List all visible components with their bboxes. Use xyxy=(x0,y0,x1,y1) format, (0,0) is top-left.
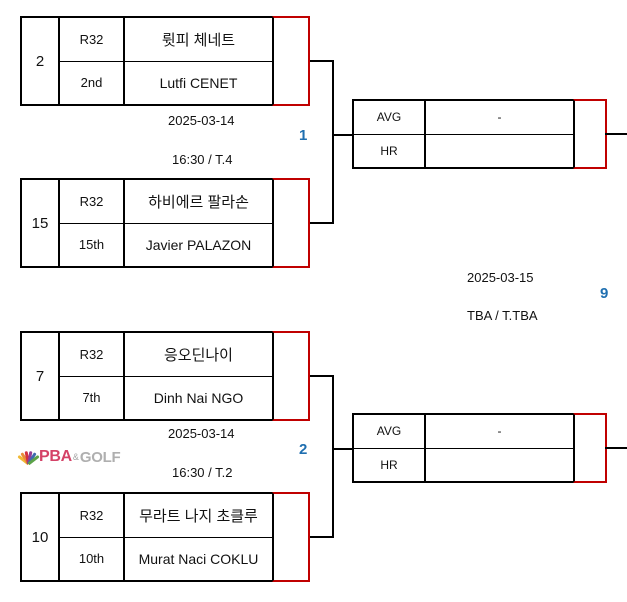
connector-line xyxy=(310,536,334,538)
match-box-player-10[interactable]: 10 R32 무라트 나지 초클루 10th Murat Naci COKLU xyxy=(20,492,310,582)
match-box-player-15[interactable]: 15 R32 하비에르 팔라손 15th Javier PALAZON xyxy=(20,178,310,268)
score-cell[interactable] xyxy=(272,178,310,268)
pba-golf-logo: PBA & GOLF xyxy=(17,448,121,466)
result-values: - xyxy=(426,415,573,481)
connector-line xyxy=(332,448,354,450)
player-row-english: 2nd Lutfi CENET xyxy=(60,61,272,104)
connector-line xyxy=(310,375,334,377)
connector-line xyxy=(605,133,627,135)
connector-line xyxy=(605,447,627,449)
next-round-date: 2025-03-15 xyxy=(467,270,534,285)
result-values: - xyxy=(426,101,573,167)
seed-number: 10 xyxy=(22,494,60,580)
seed-number: 2 xyxy=(22,18,60,104)
result-labels: AVG HR xyxy=(354,415,426,481)
logo-text-golf: GOLF xyxy=(79,448,121,466)
round-label: R32 xyxy=(60,18,125,61)
result-labels: AVG HR xyxy=(354,101,426,167)
result-score-cell[interactable] xyxy=(573,413,607,483)
match-time-table: 16:30 / T.4 xyxy=(172,152,233,167)
round-label: R32 xyxy=(60,494,125,537)
connector-line xyxy=(332,134,354,136)
player-row-korean: R32 응오딘나이 xyxy=(60,333,272,377)
score-cell[interactable] xyxy=(272,16,310,106)
avg-value: - xyxy=(426,415,573,449)
player-rows: R32 하비에르 팔라손 15th Javier PALAZON xyxy=(60,180,272,266)
match-box-player-7[interactable]: 7 R32 응오딘나이 7th Dinh Nai NGO xyxy=(20,331,310,421)
seed-number: 7 xyxy=(22,333,60,419)
avg-label: AVG xyxy=(354,101,424,135)
player-name-korean: 응오딘나이 xyxy=(163,346,233,364)
player-name-korean: 륏피 체네트 xyxy=(161,31,236,49)
player-rows: R32 무라트 나지 초클루 10th Murat Naci COKLU xyxy=(60,494,272,580)
rank-label: 7th xyxy=(60,376,125,419)
avg-value: - xyxy=(426,101,573,135)
player-row-korean: R32 륏피 체네트 xyxy=(60,18,272,62)
player-row-english: 15th Javier PALAZON xyxy=(60,223,272,266)
hr-label: HR xyxy=(380,143,398,158)
hr-value xyxy=(426,135,573,168)
logo-text-amp: & xyxy=(72,452,79,462)
score-cell[interactable] xyxy=(272,331,310,421)
rank-label: 10th xyxy=(60,537,125,580)
result-score-cell[interactable] xyxy=(573,99,607,169)
match-time-table: 16:30 / T.2 xyxy=(172,465,233,480)
next-round-time-table: TBA / T.TBA xyxy=(467,308,538,323)
player-rows: R32 응오딘나이 7th Dinh Nai NGO xyxy=(60,333,272,419)
next-round-match-number: 9 xyxy=(600,285,609,302)
match-date: 2025-03-14 xyxy=(168,426,235,441)
seed-number: 15 xyxy=(22,180,60,266)
player-name-english: Murat Naci COKLU xyxy=(138,550,259,567)
player-row-korean: R32 하비에르 팔라손 xyxy=(60,180,272,224)
connector-line xyxy=(310,60,334,62)
round-label: R32 xyxy=(60,180,125,223)
player-rows: R32 륏피 체네트 2nd Lutfi CENET xyxy=(60,18,272,104)
result-box-avg-hr[interactable]: AVG HR - xyxy=(352,99,607,169)
score-cell[interactable] xyxy=(272,492,310,582)
match-number: 1 xyxy=(299,127,308,144)
player-row-english: 7th Dinh Nai NGO xyxy=(60,376,272,419)
player-name-english: Javier PALAZON xyxy=(145,236,252,253)
player-name-english: Dinh Nai NGO xyxy=(153,389,244,406)
match-box-player-2[interactable]: 2 R32 륏피 체네트 2nd Lutfi CENET xyxy=(20,16,310,106)
match-date: 2025-03-14 xyxy=(168,113,235,128)
rank-label: 15th xyxy=(60,223,125,266)
result-box-avg-hr[interactable]: AVG HR - xyxy=(352,413,607,483)
connector-line xyxy=(310,222,334,224)
round-label: R32 xyxy=(60,333,125,376)
rank-label: 2nd xyxy=(60,61,125,104)
connector-line xyxy=(332,60,334,224)
peacock-icon xyxy=(17,449,40,466)
hr-label: HR xyxy=(380,457,398,472)
match-number: 2 xyxy=(299,441,308,458)
player-name-english: Lutfi CENET xyxy=(159,74,238,91)
player-row-korean: R32 무라트 나지 초클루 xyxy=(60,494,272,538)
connector-line xyxy=(332,375,334,538)
player-name-korean: 무라트 나지 초클루 xyxy=(139,507,258,525)
hr-value xyxy=(426,449,573,482)
avg-label: AVG xyxy=(354,415,424,449)
player-name-korean: 하비에르 팔라손 xyxy=(148,193,249,211)
logo-text-pba: PBA xyxy=(39,448,72,465)
player-row-english: 10th Murat Naci COKLU xyxy=(60,537,272,580)
